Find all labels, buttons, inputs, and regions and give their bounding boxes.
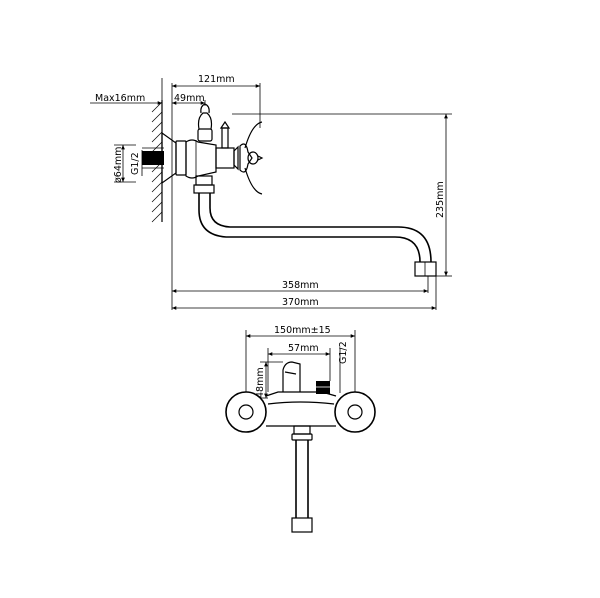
dim-thread-top: G1/2 [130,152,141,175]
dim-57: 57mm [288,343,319,354]
dim-diameter-64: ø64mm [113,147,124,183]
extension-lines [114,78,452,310]
front-spout [291,425,313,533]
dim-thread-bottom: G1/2 [338,341,349,364]
diverter [282,361,330,394]
dim-150: 150mm±15 [274,325,331,336]
dim-121: 121mm [198,74,235,85]
handle [215,120,264,195]
side-view: 121mm Max16mm 49mm 235mm 358mm 370mm ø64… [90,74,452,310]
dimension-lines [90,84,448,310]
dim-358: 358mm [282,280,319,291]
mixer-body [265,391,337,427]
front-dimension-lines [246,334,355,398]
right-flange [334,391,376,433]
flange [161,131,177,185]
inlet-thread [142,147,164,169]
spout [198,193,437,277]
dim-49: 49mm [174,93,205,104]
dim-max16: Max16mm [95,93,145,104]
dim-235: 235mm [435,181,446,218]
front-view: 150mm±15 57mm 48mm G1/2 [225,325,376,533]
dim-370: 370mm [282,297,319,308]
valve-body [175,103,217,194]
dim-48: 48mm [255,367,266,398]
